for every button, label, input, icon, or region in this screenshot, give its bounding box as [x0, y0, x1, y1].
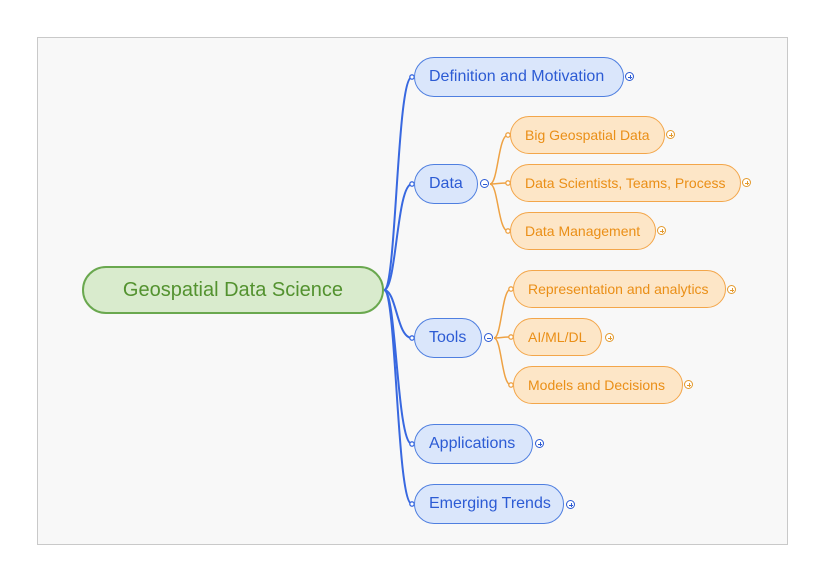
root-node-label: Geospatial Data Science — [122, 278, 344, 301]
expand-icon[interactable] — [666, 130, 675, 139]
expand-icon[interactable] — [566, 500, 575, 509]
leaf-node-models-and-decisions[interactable]: Models and Decisions — [513, 366, 683, 404]
collapse-icon[interactable] — [480, 179, 489, 188]
branch-node-label: Tools — [429, 329, 467, 346]
expand-icon[interactable] — [605, 333, 614, 342]
expand-icon[interactable] — [727, 285, 736, 294]
leaf-node-label: Models and Decisions — [528, 377, 665, 393]
branch-node-tools[interactable]: Tools — [414, 318, 482, 358]
branch-node-data[interactable]: Data — [414, 164, 478, 204]
leaf-node-data-management[interactable]: Data Management — [510, 212, 656, 250]
leaf-node-data-scientists-teams-process[interactable]: Data Scientists, Teams, Process — [510, 164, 741, 202]
branch-node-label: Definition and Motivation — [429, 68, 605, 85]
expand-icon[interactable] — [625, 72, 634, 81]
leaf-node-big-geospatial-data[interactable]: Big Geospatial Data — [510, 116, 665, 154]
branch-node-label: Data — [429, 175, 463, 192]
leaf-node-ai-ml-dl[interactable]: AI/ML/DL — [513, 318, 602, 356]
leaf-node-label: Representation and analytics — [528, 281, 709, 297]
expand-icon[interactable] — [742, 178, 751, 187]
expand-icon[interactable] — [657, 226, 666, 235]
leaf-node-label: Big Geospatial Data — [525, 127, 650, 143]
branch-node-definition-and-motivation[interactable]: Definition and Motivation — [414, 57, 624, 97]
branch-node-label: Emerging Trends — [429, 495, 551, 512]
root-node-geospatial-data-science[interactable]: Geospatial Data Science — [82, 266, 384, 314]
branch-node-applications[interactable]: Applications — [414, 424, 533, 464]
leaf-node-label: Data Management — [525, 223, 641, 239]
branch-node-label: Applications — [429, 435, 516, 452]
leaf-node-representation-and-analytics[interactable]: Representation and analytics — [513, 270, 726, 308]
expand-icon[interactable] — [535, 439, 544, 448]
expand-icon[interactable] — [684, 380, 693, 389]
collapse-icon[interactable] — [484, 333, 493, 342]
leaf-node-label: Data Scientists, Teams, Process — [525, 175, 726, 191]
leaf-node-label: AI/ML/DL — [528, 329, 587, 345]
branch-node-emerging-trends[interactable]: Emerging Trends — [414, 484, 564, 524]
